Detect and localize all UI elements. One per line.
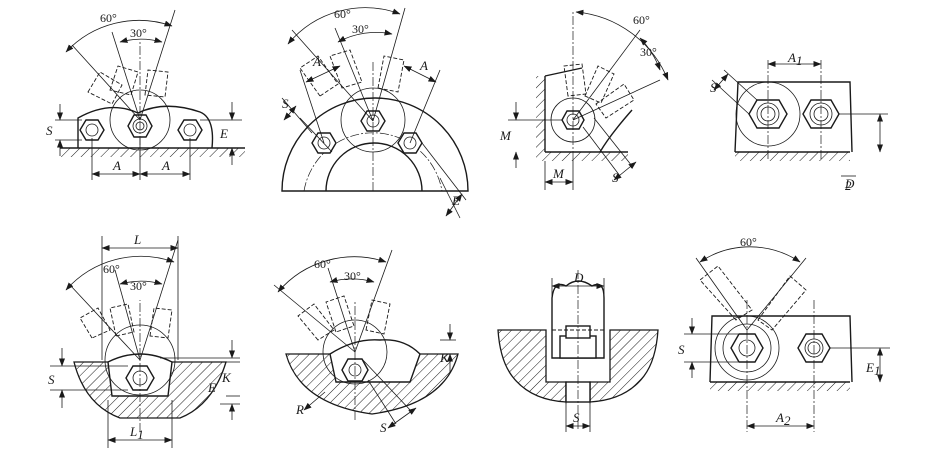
wrench-handles-fan xyxy=(299,49,405,97)
angle-label-30: 30° xyxy=(640,45,657,59)
dim-label-S: S xyxy=(710,80,717,95)
dim-label-A-left: A xyxy=(112,158,121,173)
panel-bolt-circle: 60° 30° A A S E xyxy=(281,7,469,219)
dim-label-L1: L1 xyxy=(129,424,144,442)
panel-row-of-bolts: 60° 30° A A S E xyxy=(46,9,245,180)
wrench-handles-fan xyxy=(563,63,635,119)
panel-corner-bolt: 60° 30° M M S xyxy=(499,9,669,190)
angle-label-60: 60° xyxy=(103,262,120,276)
dim-label-E: E xyxy=(207,380,216,395)
hex-nut-left xyxy=(79,119,105,141)
angle-label-30: 30° xyxy=(130,26,147,40)
dim-label-M-vertical: M xyxy=(499,128,512,143)
panel-wrench-two-nuts: 60° A2 S E1 xyxy=(678,235,890,432)
dim-label-S: S xyxy=(46,123,53,138)
panel-two-nuts-spacing: A1 S D 2 xyxy=(710,50,888,193)
dim-label-D-over-2: D xyxy=(844,176,855,191)
wrench-handles-fan xyxy=(79,303,173,339)
dim-label-A2: A2 xyxy=(775,410,791,428)
angle-label-60: 60° xyxy=(314,257,331,271)
dim-label-M-horizontal: M xyxy=(552,166,565,181)
dim-label-S: S xyxy=(612,170,619,185)
angle-label-60: 60° xyxy=(633,13,650,27)
angle-label-60: 60° xyxy=(740,235,757,249)
dim-label-S: S xyxy=(48,372,55,387)
dim-label-K: K xyxy=(439,350,450,365)
angle-label-30: 30° xyxy=(130,279,147,293)
angle-label-60: 60° xyxy=(334,7,351,21)
panel-radius-recess: 60° 30° R S K xyxy=(273,249,459,435)
dim-label-A-right: A xyxy=(161,158,170,173)
panel-recessed-bolt: 60° 30° L L1 S K E xyxy=(48,232,240,448)
dim-label-E: E xyxy=(451,193,460,208)
angle-label-30: 30° xyxy=(344,269,361,283)
dim-label-K: K xyxy=(221,370,232,385)
angle-label-60: 60° xyxy=(100,11,117,25)
dim-label-E: E xyxy=(219,126,228,141)
wrench-handles-v xyxy=(699,265,807,331)
panel-counterbore-socket: D S xyxy=(497,270,659,432)
dim-label-S: S xyxy=(380,420,387,435)
dim-label-S: S xyxy=(678,342,685,357)
dim-label-D: D xyxy=(573,270,584,285)
dim-label-S: S xyxy=(282,96,289,111)
dim-label-D-over-2-denominator: 2 xyxy=(845,178,852,193)
dim-label-S: S xyxy=(573,410,580,425)
dim-label-L: L xyxy=(133,232,141,247)
dim-label-R: R xyxy=(295,402,304,417)
dim-label-A1: A1 xyxy=(787,50,802,68)
dim-label-A-left: A xyxy=(312,54,321,69)
hex-nut-right xyxy=(177,119,203,141)
dim-label-E1: E1 xyxy=(865,360,880,378)
angle-label-30: 30° xyxy=(352,22,369,36)
dim-label-A-right: A xyxy=(419,58,428,73)
